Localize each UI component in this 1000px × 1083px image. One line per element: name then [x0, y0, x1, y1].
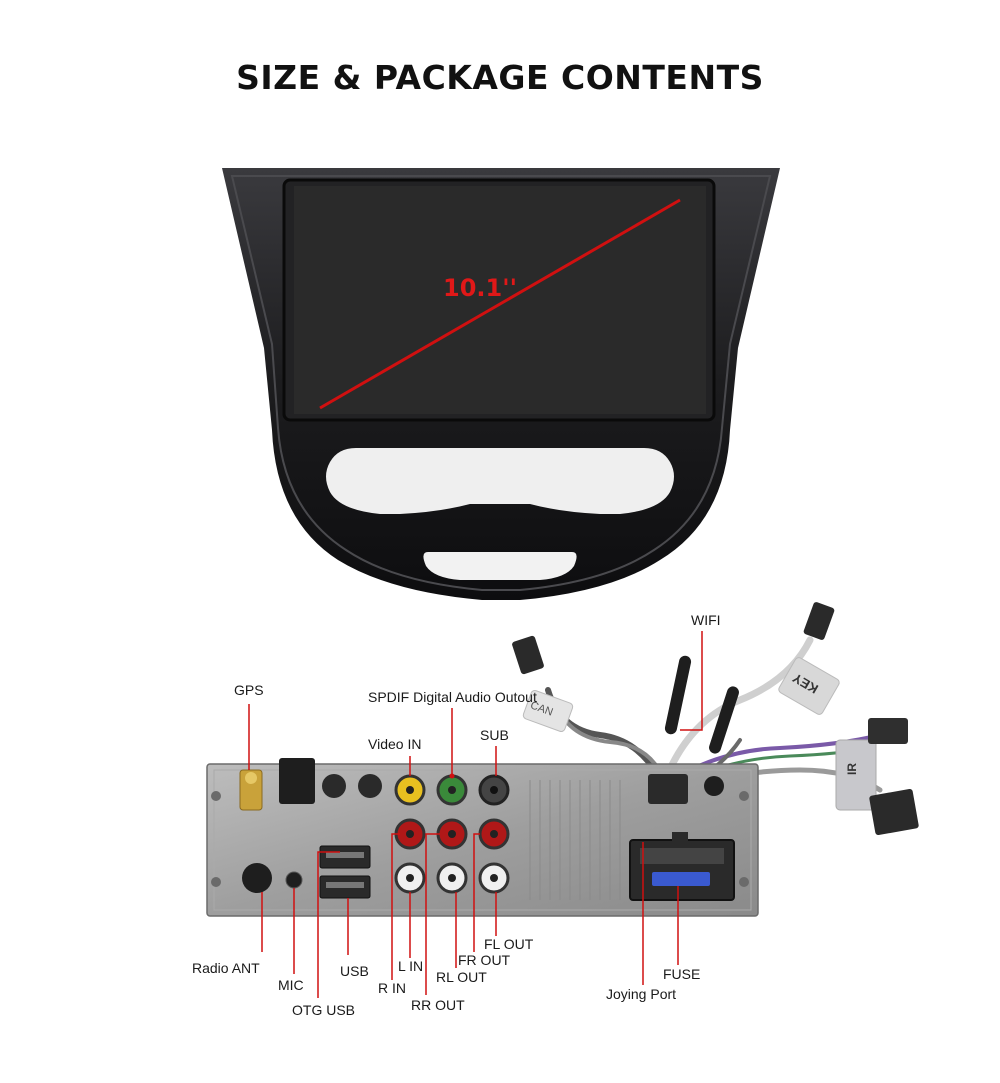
ir-plug-bottom — [869, 788, 919, 836]
label-rl-out: RL OUT — [436, 969, 487, 985]
fuse — [652, 872, 710, 886]
label-rr-out: RR OUT — [411, 997, 465, 1013]
label-spdif: SPDIF Digital Audio Outout — [368, 689, 537, 705]
label-sub: SUB — [480, 727, 509, 743]
key-tag — [778, 657, 840, 715]
label-usb: USB — [340, 963, 369, 979]
mic-port — [285, 871, 303, 889]
tag-ir: IR — [845, 763, 859, 775]
label-fuse: FUSE — [663, 966, 701, 982]
wifi-antenna-right — [709, 686, 739, 754]
label-r-in: R IN — [378, 980, 406, 996]
label-gps: GPS — [234, 682, 264, 698]
can-tag — [522, 690, 574, 732]
label-wifi: WIFI — [691, 612, 721, 628]
label-fl-out: FL OUT — [484, 936, 534, 952]
page-title: SIZE & PACKAGE CONTENTS — [236, 58, 764, 97]
radio-ant-port — [242, 863, 272, 893]
rca-jacks — [394, 774, 510, 894]
label-otg-usb: OTG USB — [292, 1002, 356, 1018]
label-mic: MIC — [278, 977, 304, 993]
label-video-in: Video IN — [368, 736, 422, 752]
callout-lines — [248, 631, 703, 998]
screen-diagonal-line — [319, 198, 681, 410]
label-l-in: L IN — [398, 958, 424, 974]
label-radio-ant: Radio ANT — [192, 960, 260, 976]
label-joying-port: Joying Port — [606, 986, 677, 1002]
can-plug — [512, 635, 544, 675]
lower-cutout — [423, 552, 577, 580]
key-plug — [803, 602, 835, 640]
screen-size-label: 10.1'' — [443, 274, 517, 302]
ir-tag — [835, 739, 877, 811]
wifi-antenna-left — [664, 655, 692, 735]
ir-plug-top — [868, 718, 908, 744]
climate-cutout — [326, 448, 674, 514]
label-fr-out: FR OUT — [458, 952, 511, 968]
